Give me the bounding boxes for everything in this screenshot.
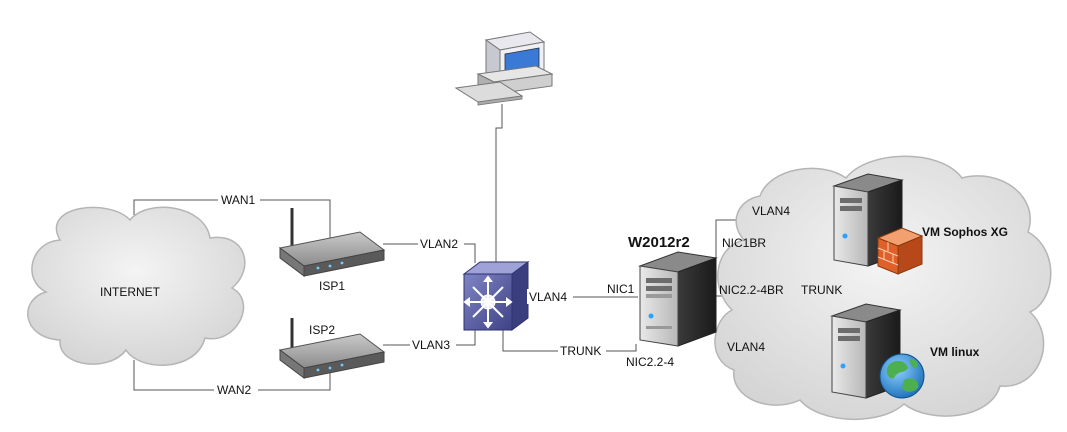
router-icon [278, 318, 386, 379]
vm-sophos-label: VM Sophos XG [922, 225, 1008, 239]
vlan2-line [383, 243, 476, 263]
vm-linux-label: VM linux [930, 345, 980, 359]
vlan3-label: VLAN3 [412, 338, 450, 352]
server-icon [638, 251, 718, 347]
vm-linux[interactable]: VM linux [830, 303, 980, 399]
layer3-switch-icon [462, 261, 530, 331]
globe-icon [879, 353, 925, 399]
internet-label: INTERNET [100, 285, 161, 299]
vlan4-sophos-label: VLAN4 [752, 204, 790, 218]
link-labels: WAN1 WAN2 VLAN2 VLAN3 VLAN4 TRUNK NIC1 N… [214, 192, 842, 397]
vm-sophos[interactable]: VM Sophos XG [832, 173, 1008, 275]
host-server[interactable]: W2012r2 [628, 234, 718, 347]
isp1-router[interactable]: ISP1 [278, 208, 386, 293]
core-switch[interactable] [462, 261, 530, 331]
nic22-4br-label: NIC2.2-4BR [719, 283, 784, 297]
router-icon [278, 208, 386, 277]
firewall-icon [876, 227, 924, 275]
internet-cloud: INTERNET [27, 206, 246, 366]
wan1-label: WAN1 [221, 193, 256, 207]
isp2-label: ISP2 [309, 323, 335, 337]
workstation[interactable] [454, 31, 554, 106]
workstation-line [495, 104, 503, 262]
cloud-icon [714, 155, 1052, 420]
vlan4-switch-label: VLAN4 [529, 290, 567, 304]
cloud-icon [27, 206, 246, 366]
vlan4-linux-label: VLAN4 [727, 340, 765, 354]
vlan2-label: VLAN2 [420, 237, 458, 251]
trunk-sophos-label: TRUNK [801, 283, 842, 297]
isp1-label: ISP1 [319, 279, 345, 293]
wan2-label: WAN2 [217, 383, 252, 397]
isp2-router[interactable]: ISP2 [278, 318, 386, 379]
vm-cloud [714, 155, 1052, 420]
nic1br-label: NIC1BR [722, 236, 766, 250]
nic22-4-label: NIC2.2-4 [626, 355, 674, 369]
host-label: W2012r2 [628, 234, 690, 251]
trunk-switch-label: TRUNK [560, 344, 601, 358]
computer-icon [454, 31, 554, 106]
nic1-label: NIC1 [607, 282, 635, 296]
